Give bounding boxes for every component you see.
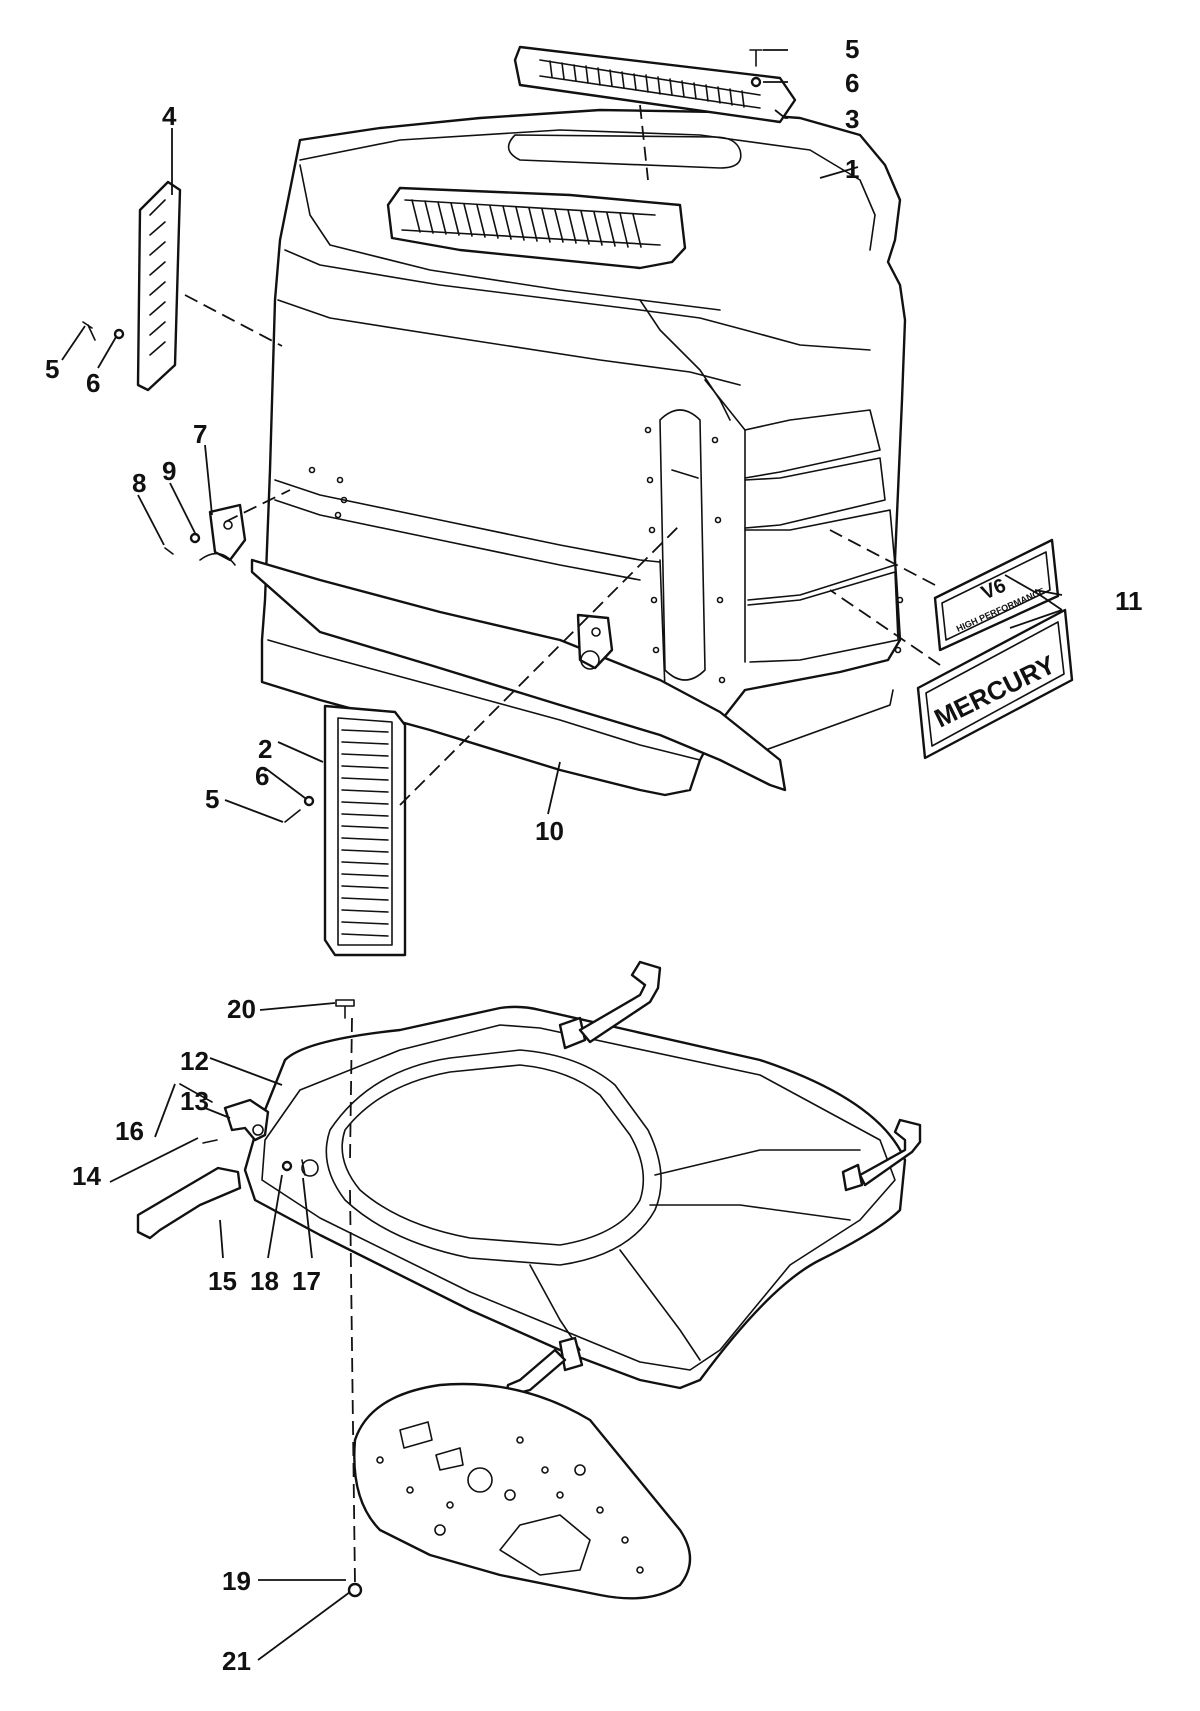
front-vent-plate — [323, 704, 407, 957]
callout-20: 20 — [227, 994, 256, 1024]
fasteners-20-21 — [335, 999, 363, 1598]
callout-6-left: 6 — [86, 368, 100, 398]
cowl-grille-slots — [401, 199, 661, 248]
bottom-cowl-tray — [243, 1005, 907, 1390]
callout-5-front: 5 — [205, 784, 219, 814]
callout-6-top: 6 — [845, 68, 859, 98]
decal-mercury: MERCURY — [916, 608, 1074, 760]
callout-11: 11 — [1115, 586, 1143, 616]
callout-5-top: 5 — [845, 34, 859, 64]
callout-7: 7 — [193, 419, 207, 449]
top-vent-plate — [513, 45, 797, 124]
callout-18: 18 — [250, 1266, 279, 1296]
cowl-screw-holes — [308, 426, 904, 684]
mounting-plate — [353, 1382, 692, 1600]
callout-2: 2 — [258, 734, 272, 764]
side-vent-plate-left — [136, 180, 182, 392]
callout-16: 16 — [115, 1116, 144, 1146]
trim-strip — [250, 558, 787, 792]
callout-12: 12 — [180, 1046, 209, 1076]
callout-labels: 1 2 3 4 5 5 5 6 6 6 7 8 9 10 11 12 13 14… — [45, 34, 1143, 1676]
alignment-lines — [184, 104, 941, 1586]
callout-13: 13 — [180, 1086, 209, 1116]
callout-4: 4 — [162, 101, 177, 131]
leader-lines — [61, 49, 1063, 1661]
hardware-fasteners — [82, 49, 763, 823]
callout-3: 3 — [845, 104, 859, 134]
latch-hardware-lower — [136, 1083, 306, 1240]
callout-5-left: 5 — [45, 354, 59, 384]
callout-9: 9 — [162, 456, 176, 486]
latch-bracket-7 — [199, 503, 247, 566]
callout-15: 15 — [208, 1266, 237, 1296]
callout-6-front: 6 — [255, 761, 269, 791]
cowl-latch — [576, 613, 614, 670]
callout-1: 1 — [845, 154, 859, 184]
callout-21: 21 — [222, 1646, 251, 1676]
callout-19: 19 — [222, 1566, 251, 1596]
callout-8: 8 — [132, 468, 146, 498]
callout-17: 17 — [292, 1266, 321, 1296]
callout-10: 10 — [535, 816, 564, 846]
callout-14: 14 — [72, 1161, 101, 1191]
